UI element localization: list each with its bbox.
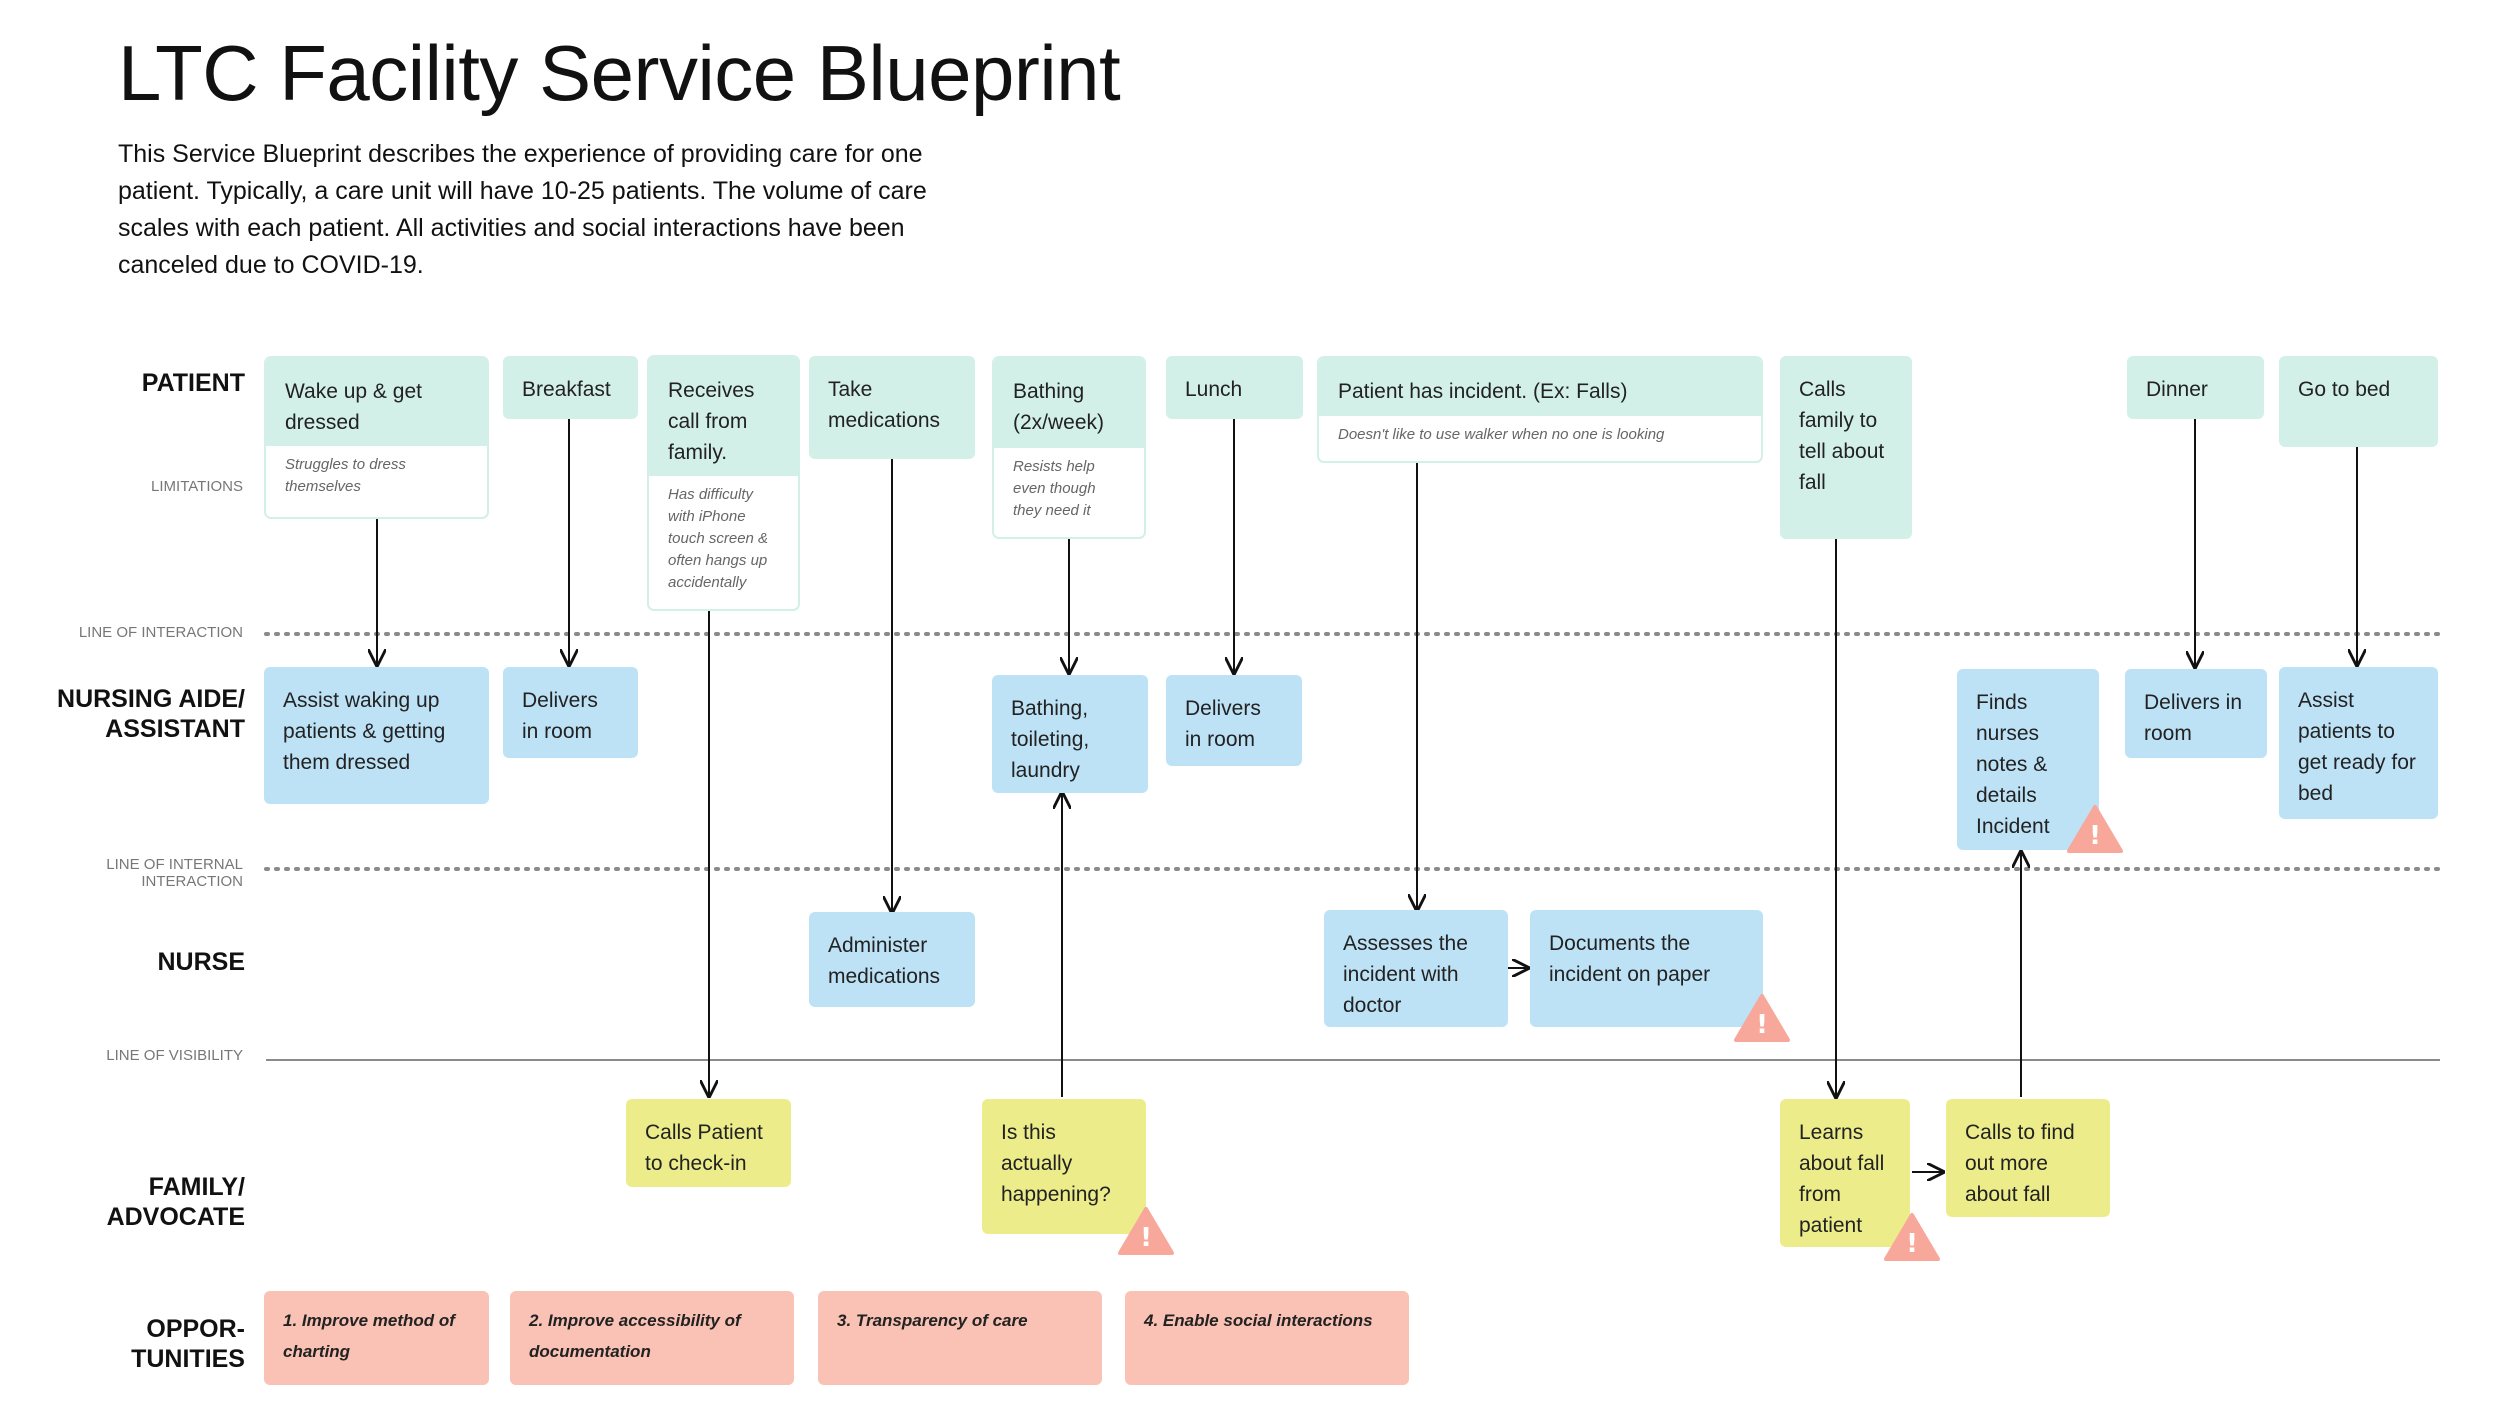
aide-step-assist-bed: Assist patients to get ready for bed: [2279, 667, 2438, 819]
nurse-step-administer: Administer medications: [809, 912, 975, 1007]
patient-limitation: Has difficulty with iPhone touch screen …: [668, 486, 769, 591]
nurse-step-documents: Documents the incident on paper: [1530, 910, 1763, 1027]
aide-step-delivers-lunch: Delivers in room: [1166, 675, 1302, 766]
aide-step-assist-waking: Assist waking up patients & getting them…: [264, 667, 489, 804]
patient-step-incident: Patient has incident. (Ex: Falls) Doesn'…: [1317, 356, 1763, 463]
patient-step-calls-family: Calls family to tell about fall: [1780, 356, 1912, 539]
line-label-interaction: LINE OF INTERACTION: [78, 624, 243, 641]
warning-icon: !: [1118, 1207, 1174, 1255]
patient-step-go-to-bed: Go to bed: [2279, 356, 2438, 447]
lane-label-nursing-aide: NURSING AIDE/ ASSISTANT: [57, 685, 245, 743]
page-title: LTC Facility Service Blueprint: [118, 29, 1121, 117]
lane-label-patient: PATIENT: [141, 369, 245, 397]
patient-step-receives-call: Receives call from family. Has difficult…: [647, 355, 800, 611]
aide-step-delivers-breakfast: Delivers in room: [503, 667, 638, 758]
aide-step-delivers-dinner: Delivers in room: [2125, 669, 2267, 758]
opportunity-social: 4. Enable social interactions: [1125, 1291, 1409, 1385]
patient-step-dinner: Dinner: [2127, 356, 2264, 419]
warning-glyph: !: [1140, 1223, 1152, 1253]
lane-label-limitations: LIMITATIONS: [151, 478, 243, 495]
lane-label-opportunities: OPPOR- TUNITIES: [131, 1315, 245, 1373]
aide-step-finds-notes: Finds nurses notes & details Incident: [1957, 669, 2099, 850]
aide-step-bathing: Bathing, toileting, laundry: [992, 675, 1148, 793]
patient-limitation: Struggles to dress themselves: [285, 456, 406, 495]
warning-glyph: !: [2089, 821, 2101, 851]
warning-icon: !: [1884, 1213, 1940, 1261]
family-step-calls-patient: Calls Patient to check-in: [626, 1099, 791, 1187]
page-description: This Service Blueprint describes the exp…: [118, 140, 927, 279]
patient-limitation: Resists help even though they need it: [1013, 458, 1096, 519]
line-label-internal-interaction: LINE OF INTERNAL INTERACTION: [106, 856, 243, 890]
family-step-calls-find-out: Calls to find out more about fall: [1946, 1099, 2110, 1217]
lane-label-family: FAMILY/ ADVOCATE: [106, 1173, 245, 1231]
patient-step-label: Patient has incident. (Ex: Falls): [1319, 358, 1761, 416]
warning-icon: !: [1734, 994, 1790, 1042]
patient-step-wake-up: Wake up & get dressed Struggles to dress…: [264, 356, 489, 519]
opportunity-charting: 1. Improve method of charting: [264, 1291, 489, 1385]
warning-glyph: !: [1756, 1010, 1768, 1040]
patient-step-bathing: Bathing (2x/week) Resists help even thou…: [992, 356, 1146, 539]
patient-step-breakfast: Breakfast: [503, 356, 638, 419]
patient-step-lunch: Lunch: [1166, 356, 1303, 419]
patient-step-label: Receives call from family.: [649, 357, 798, 476]
family-step-learns-about-fall: Learns about fall from patient: [1780, 1099, 1910, 1247]
patient-step-label: Bathing (2x/week): [994, 358, 1144, 448]
warning-glyph: !: [1906, 1229, 1918, 1259]
warning-icon: !: [2067, 805, 2123, 853]
nurse-step-assesses: Assesses the incident with doctor: [1324, 910, 1508, 1027]
patient-limitation: Doesn't like to use walker when no one i…: [1338, 426, 1665, 443]
lane-label-nurse: NURSE: [157, 948, 245, 976]
patient-step-label: Wake up & get dressed: [266, 358, 487, 446]
line-label-visibility: LINE OF VISIBILITY: [106, 1047, 243, 1064]
family-step-is-this-happening: Is this actually happening?: [982, 1099, 1146, 1234]
opportunity-accessibility: 2. Improve accessibility of documentatio…: [510, 1291, 794, 1385]
patient-step-take-medications: Take medications: [809, 356, 975, 459]
opportunity-transparency: 3. Transparency of care: [818, 1291, 1102, 1385]
